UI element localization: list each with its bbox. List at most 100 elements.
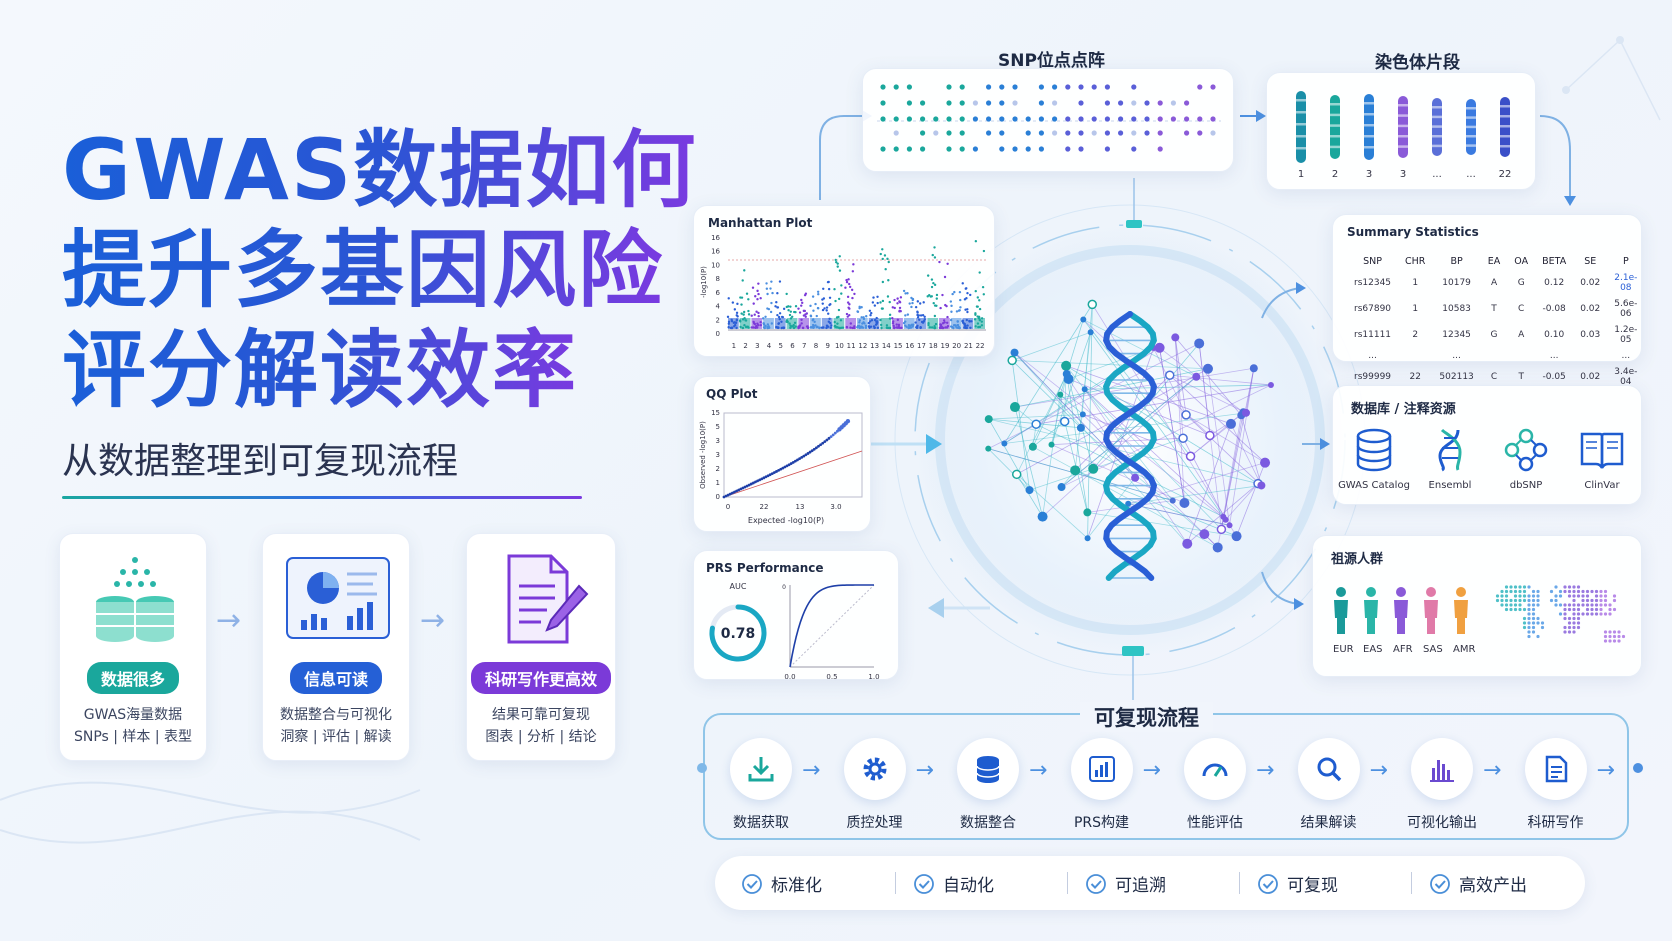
snp-dot bbox=[946, 116, 952, 122]
manhattan-point bbox=[886, 257, 889, 261]
manhattan-point bbox=[916, 300, 920, 303]
dna-icon bbox=[1438, 428, 1462, 472]
map-dot bbox=[1527, 607, 1531, 612]
map-dot bbox=[1612, 634, 1617, 639]
snp-dot bbox=[1184, 116, 1190, 122]
manhattan-title: Manhattan Plot bbox=[708, 216, 813, 230]
tag-separator bbox=[1067, 872, 1068, 894]
snp-dot bbox=[986, 130, 992, 136]
workflow-step[interactable]: 结果解读 bbox=[1284, 738, 1374, 832]
db-dbsnp[interactable]: dbSNP bbox=[1487, 428, 1565, 491]
manhattan-point bbox=[965, 287, 968, 290]
manhattan-point bbox=[974, 289, 977, 293]
workflow-step-label: 结果解读 bbox=[1300, 815, 1357, 831]
prs-xtick: 1.0 bbox=[868, 673, 879, 681]
table-header-cell: SNP bbox=[1363, 256, 1382, 267]
manhattan-point bbox=[910, 305, 913, 309]
db-ensembl[interactable]: Ensembl bbox=[1411, 428, 1489, 491]
dna-strand bbox=[1103, 311, 1158, 581]
feature-tag-label: 标准化 bbox=[771, 876, 822, 896]
dna-network-illustration bbox=[984, 299, 1274, 581]
snp-dot bbox=[920, 146, 926, 152]
map-dot bbox=[1576, 585, 1581, 589]
snp-dot bbox=[1065, 130, 1071, 136]
map-dot bbox=[1531, 625, 1536, 630]
manhattan-point bbox=[829, 302, 832, 306]
headline-line-2: 提升多基因风险 bbox=[62, 221, 665, 319]
manhattan-point bbox=[914, 305, 918, 309]
check-circle-icon bbox=[914, 873, 934, 894]
map-dot bbox=[1617, 634, 1621, 639]
manhattan-point bbox=[935, 304, 938, 308]
snp-dot bbox=[1065, 116, 1071, 122]
table-cell: ... bbox=[1368, 351, 1377, 361]
db-gwas-catalog[interactable]: GWAS Catalog bbox=[1335, 428, 1413, 491]
manhattan-point bbox=[946, 315, 949, 319]
manhattan-point bbox=[898, 306, 902, 310]
map-dot bbox=[1612, 607, 1617, 612]
snp-dot bbox=[1157, 146, 1163, 152]
chromosome-bar bbox=[1364, 94, 1374, 160]
manhattan-point bbox=[804, 315, 807, 318]
workflow-step-label: 数据整合 bbox=[960, 815, 1016, 831]
map-dot bbox=[1608, 630, 1612, 634]
db-clinvar[interactable]: ClinVar bbox=[1563, 428, 1641, 491]
manhattan-point bbox=[888, 300, 891, 304]
workflow-step[interactable]: 数据获取 bbox=[716, 738, 806, 832]
manhattan-point bbox=[923, 315, 926, 318]
manhattan-point bbox=[932, 301, 935, 305]
feature-line-2: SNPs | 样本 | 表型 bbox=[73, 729, 193, 745]
map-dot bbox=[1576, 621, 1581, 625]
manhattan-xtick: 13 bbox=[870, 342, 879, 350]
snp-dot bbox=[1131, 84, 1137, 90]
workflow-step[interactable]: PRS构建 bbox=[1057, 738, 1147, 832]
check-circle-icon bbox=[742, 873, 762, 894]
qq-point bbox=[724, 494, 728, 498]
manhattan-point bbox=[757, 282, 760, 285]
manhattan-point bbox=[916, 313, 919, 317]
feature-line-1: GWAS海量数据 bbox=[83, 707, 183, 723]
network-node bbox=[1011, 469, 1022, 480]
map-dot bbox=[1567, 594, 1572, 598]
map-dot bbox=[1567, 630, 1572, 634]
qq-xtick: 3.0 bbox=[830, 503, 841, 511]
manhattan-point bbox=[771, 291, 774, 295]
manhattan-point bbox=[869, 314, 872, 317]
map-dot bbox=[1572, 607, 1576, 612]
network-node bbox=[1057, 483, 1066, 492]
workflow-step[interactable]: 性能评估 bbox=[1170, 738, 1260, 832]
manhattan-point bbox=[858, 305, 861, 309]
workflow-step[interactable]: 科研写作 bbox=[1511, 738, 1601, 832]
map-dot bbox=[1513, 607, 1518, 612]
manhattan-point bbox=[745, 292, 749, 295]
table-cell: 10583 bbox=[1442, 304, 1471, 314]
workflow-step[interactable]: 数据整合 bbox=[943, 738, 1033, 832]
manhattan-point bbox=[933, 256, 937, 259]
person-icon bbox=[1456, 587, 1466, 597]
qq-point bbox=[781, 466, 785, 470]
network-node bbox=[1212, 542, 1223, 553]
map-dot bbox=[1603, 594, 1608, 598]
manhattan-point bbox=[975, 305, 979, 308]
manhattan-point bbox=[733, 308, 737, 311]
manhattan-point bbox=[759, 296, 762, 300]
workflow-step[interactable]: 可视化输出 bbox=[1397, 738, 1487, 832]
map-dot bbox=[1504, 589, 1509, 594]
snp-dot bbox=[1078, 84, 1084, 90]
manhattan-point bbox=[906, 313, 910, 316]
qq-ytick: 3 bbox=[716, 437, 720, 445]
qq-ytick: 0 bbox=[716, 493, 720, 501]
manhattan-point bbox=[755, 310, 758, 313]
network-node bbox=[1226, 522, 1233, 529]
feature-card-writing: 科研写作更高效 结果可靠可复现 图表 | 分析 | 结论 bbox=[466, 533, 616, 761]
workflow-step[interactable]: 质控处理 bbox=[830, 738, 920, 832]
manhattan-xtick: 2 bbox=[743, 342, 747, 350]
manhattan-point bbox=[873, 304, 877, 307]
map-dot bbox=[1590, 607, 1594, 612]
network-node bbox=[1205, 430, 1215, 441]
manhattan-xtick: 11 bbox=[847, 342, 856, 350]
manhattan-point bbox=[778, 280, 782, 283]
qq-point bbox=[829, 435, 833, 439]
